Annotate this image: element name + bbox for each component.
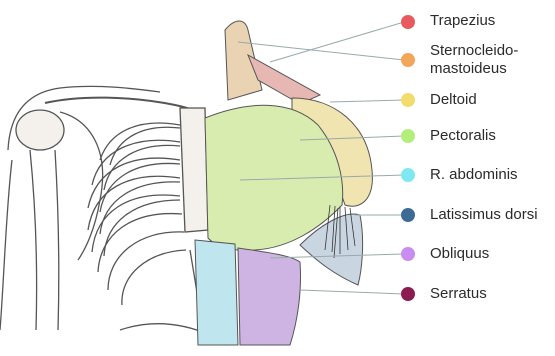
- legend-dot-serratus: [401, 287, 415, 301]
- humerus-shaft: [30, 150, 37, 330]
- legend-dot-deltoid: [401, 93, 415, 107]
- muscles: [195, 21, 372, 345]
- sternum: [180, 108, 208, 232]
- legend-dot-obliquus: [401, 247, 415, 261]
- legend-label-sternocleidomastoideus-line2: mastoideus: [430, 61, 507, 77]
- legend-label-trapezius: Trapezius: [430, 13, 495, 29]
- humerus-head: [16, 110, 64, 150]
- obliquus-muscle: [238, 248, 301, 345]
- ribs: [88, 123, 186, 305]
- legend-label-obliquus: Obliquus: [430, 246, 489, 262]
- legend-label-serratus: Serratus: [430, 286, 487, 302]
- rectus-abdominis-muscle: [195, 240, 238, 345]
- legend-dots: [401, 15, 415, 301]
- legend-label-deltoid: Deltoid: [430, 92, 477, 108]
- legend-label-latissimus-dorsi: Latissimus dorsi: [430, 207, 538, 223]
- leader-sternocleidomastoideus: [238, 42, 404, 60]
- leader-deltoid: [330, 100, 404, 102]
- legend-label-rectus-abdominis: R. abdominis: [430, 167, 518, 183]
- legend-label-pectoralis: Pectoralis: [430, 128, 496, 144]
- pelvis-hint: [120, 324, 210, 335]
- arm-outline: [0, 160, 12, 330]
- legend-dot-trapezius: [401, 15, 415, 29]
- leader-serratus: [300, 290, 404, 294]
- legend-dot-rectus-abdominis: [401, 168, 415, 182]
- legend-dot-latissimus-dorsi: [401, 208, 415, 222]
- leader-trapezius: [270, 22, 404, 62]
- trapezius-muscle: [248, 55, 320, 104]
- humerus-shaft-inner: [55, 150, 59, 330]
- legend-label-sternocleidomastoideus-line1: Sternocleido-: [430, 43, 518, 59]
- legend-dot-sternocleidomastoideus: [401, 53, 415, 67]
- skeleton: [0, 86, 210, 345]
- legend-dot-pectoralis: [401, 129, 415, 143]
